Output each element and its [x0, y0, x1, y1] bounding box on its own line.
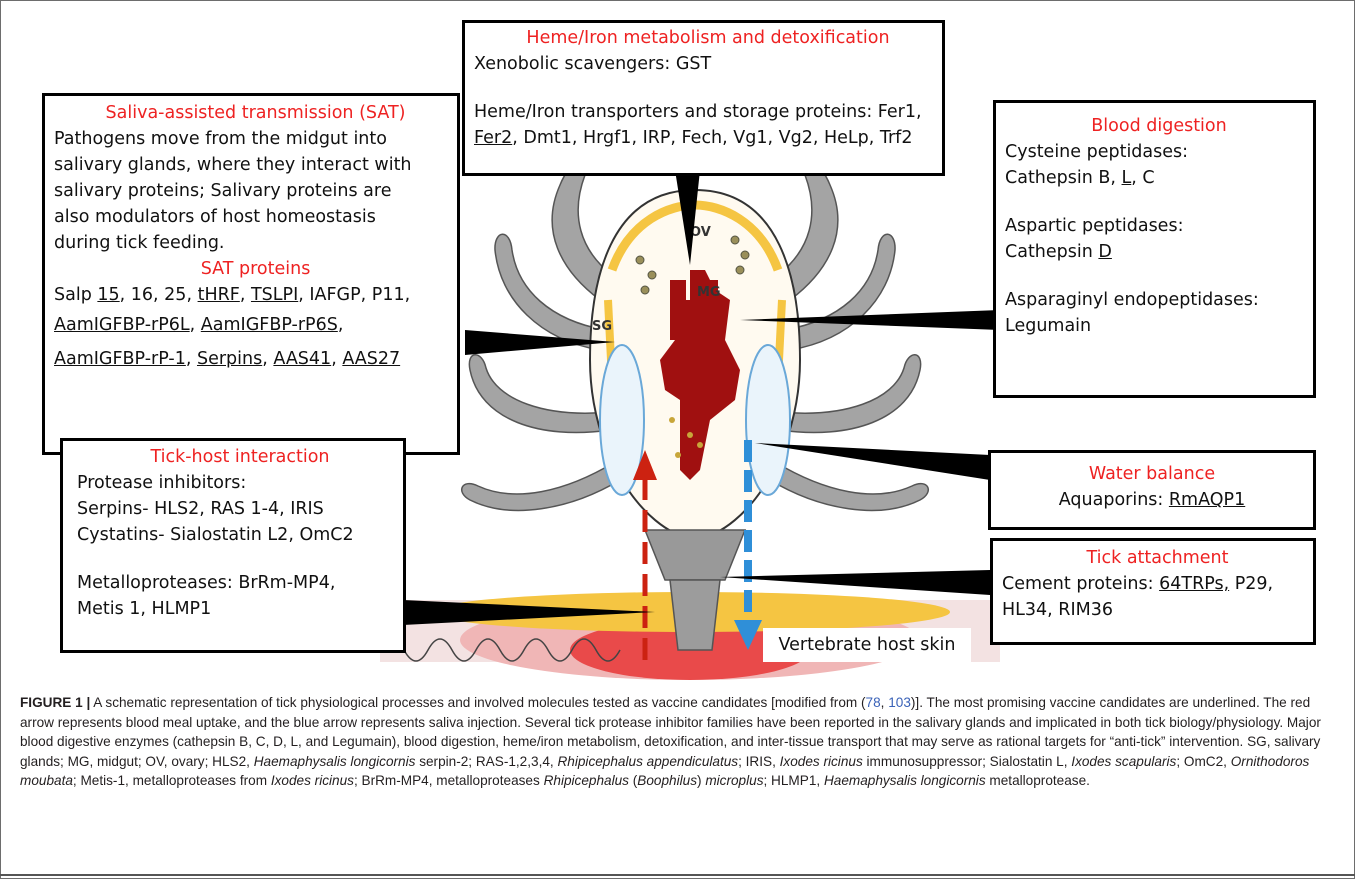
tick-body: OV MG SG [590, 190, 800, 650]
heme-iron-line-2: Heme/Iron transporters and storage prote… [474, 99, 942, 125]
aspartic-values: Cathepsin D [1005, 239, 1313, 265]
host-skin-label: Vertebrate host skin [763, 628, 971, 662]
tick-host-box: Tick-host interaction Protease inhibitor… [60, 438, 406, 653]
heme-iron-line-1: Xenobolic scavengers: GST [474, 51, 942, 77]
reference-link[interactable]: 78 [866, 695, 881, 710]
blood-digestion-box: Blood digestion Cysteine peptidases: Cat… [993, 100, 1316, 398]
sat-text-line: Pathogens move from the midgut into [54, 126, 457, 152]
tick-host-line: Serpins- HLS2, RAS 1-4, IRIS [77, 496, 403, 522]
aspartic-label: Aspartic peptidases: [1005, 213, 1313, 239]
tick-host-line: Cystatins- Sialostatin L2, OmC2 [77, 522, 403, 548]
tick-host-line: Metis 1, HLMP1 [77, 596, 403, 622]
figure-label: FIGURE 1 | [20, 695, 90, 710]
asparaginyl-label: Asparaginyl endopeptidases: [1005, 287, 1313, 313]
cement-proteins-line-2: HL34, RIM36 [1002, 597, 1313, 623]
tick-host-title: Tick-host interaction [77, 444, 403, 470]
sg-label: SG [592, 319, 612, 334]
blood-digestion-title: Blood digestion [1005, 113, 1313, 139]
figure-caption: FIGURE 1 | A schematic representation of… [20, 693, 1338, 791]
sat-box: Saliva-assisted transmission (SAT) Patho… [42, 93, 460, 455]
fer2-candidate: Fer2 [474, 128, 512, 148]
sat-text-line: also modulators of host homeostasis [54, 204, 457, 230]
cement-proteins-line: Cement proteins: 64TRPs, P29, [1002, 571, 1313, 597]
heme-iron-line-3: Fer2, Dmt1, Hrgf1, IRP, Fech, Vg1, Vg2, … [474, 125, 942, 151]
water-balance-box: Water balance Aquaporins: RmAQP1 [988, 450, 1316, 530]
sat-proteins-line-2: AamIGFBP-rP6L, AamIGFBP-rP6S, [54, 312, 457, 338]
tick-host-line: Protease inhibitors: [77, 470, 403, 496]
cysteine-label: Cysteine peptidases: [1005, 139, 1313, 165]
sat-text-line: salivary proteins; Salivary proteins are [54, 178, 457, 204]
sat-proteins-subtitle: SAT proteins [54, 256, 457, 282]
bottom-rule [0, 874, 1355, 876]
tick-host-line: Metalloproteases: BrRm-MP4, [77, 570, 403, 596]
asparaginyl-value: Legumain [1005, 313, 1313, 339]
heme-iron-title: Heme/Iron metabolism and detoxification [474, 25, 942, 51]
sat-proteins-line-3: AamIGFBP-rP-1, Serpins, AAS41, AAS27 [54, 346, 457, 372]
aquaporins-line: Aquaporins: RmAQP1 [991, 487, 1313, 513]
tick-attachment-box: Tick attachment Cement proteins: 64TRPs,… [990, 538, 1316, 645]
mg-label: MG [697, 285, 721, 300]
water-balance-title: Water balance [991, 461, 1313, 487]
sat-title: Saliva-assisted transmission (SAT) [54, 100, 457, 126]
heme-iron-box: Heme/Iron metabolism and detoxification … [462, 20, 945, 176]
cysteine-values: Cathepsin B, L, C [1005, 165, 1313, 191]
sat-proteins-line-1: Salp 15, 16, 25, tHRF, TSLPI, IAFGP, P11… [54, 282, 457, 308]
reference-link[interactable]: 103 [888, 695, 911, 710]
tick-attachment-title: Tick attachment [1002, 545, 1313, 571]
sat-text-line: during tick feeding. [54, 230, 457, 256]
sat-text-line: salivary glands, where they interact wit… [54, 152, 457, 178]
